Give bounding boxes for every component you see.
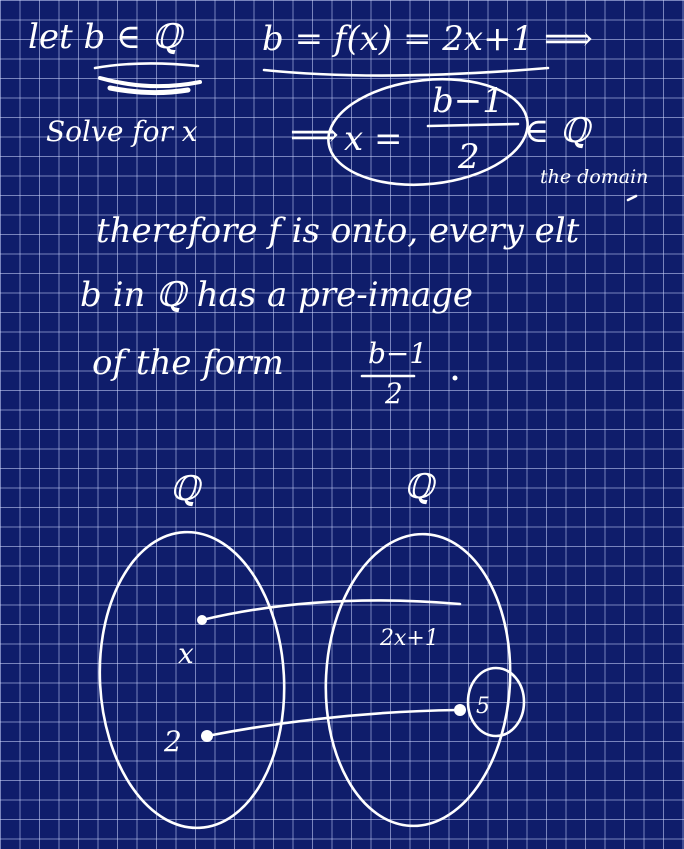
- mapping-arrow-2: [205, 708, 460, 738]
- left-point-x-label: x: [178, 637, 194, 670]
- right-point-5: [454, 704, 466, 716]
- fraction-denominator: 2: [458, 137, 480, 177]
- solve-for-x: Solve for x: [46, 115, 198, 148]
- domain-note: the domain: [540, 166, 649, 188]
- image-circle: [466, 666, 526, 738]
- fraction-numerator: b−1: [432, 81, 504, 121]
- underline-stroke: [93, 62, 200, 70]
- let-b-in-q: let b ∈ ℚ: [28, 17, 182, 57]
- function-definition: b = f(x) = 2x+1 ⟹: [262, 19, 593, 59]
- conclusion-line-3: of the form: [92, 343, 284, 383]
- period-dot: [452, 375, 458, 381]
- implies-arrow: ⟹: [290, 115, 339, 155]
- underline-swoosh: [98, 76, 202, 89]
- conclusion-line-1: therefore f is onto, every elt: [96, 211, 580, 251]
- conclusion-fraction-denominator: 2: [385, 377, 403, 410]
- left-set-label: ℚ: [170, 469, 200, 509]
- left-set-ellipse: [98, 530, 286, 830]
- map-label: 2x+1: [380, 626, 439, 651]
- right-point-5-label: 5: [476, 694, 490, 719]
- right-set-label: ℚ: [404, 467, 434, 507]
- fraction-bar: [426, 122, 520, 128]
- solution-ellipse: [327, 77, 529, 187]
- x-equals: x =: [344, 119, 403, 159]
- left-point-2-label: 2: [164, 725, 182, 758]
- domain-tick: [626, 194, 638, 202]
- right-set-ellipse: [324, 532, 512, 828]
- mapping-arrow-x: [200, 599, 462, 622]
- element-of-q: ∈ ℚ: [524, 111, 590, 151]
- underline-swoosh-2: [107, 85, 191, 96]
- conclusion-fraction-numerator: b−1: [368, 337, 428, 370]
- equation-underline: [262, 66, 550, 77]
- conclusion-line-2: b in ℚ has a pre-image: [80, 275, 473, 315]
